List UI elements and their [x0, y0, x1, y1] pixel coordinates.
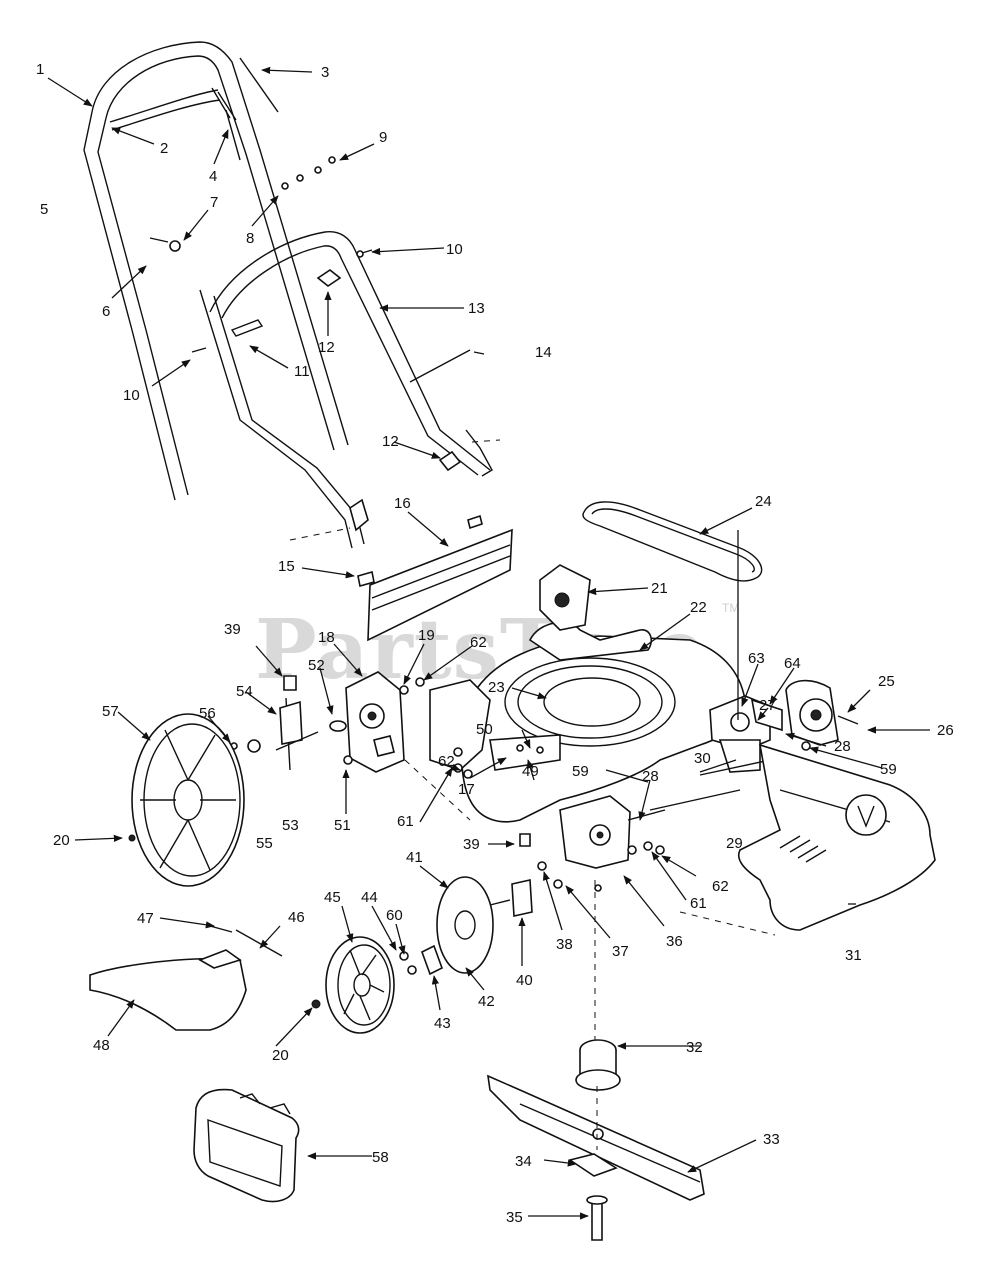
bag-frame	[193, 1088, 300, 1203]
callout-25: 25	[878, 673, 895, 690]
callout-27: 27	[759, 697, 776, 714]
callout-9: 9	[379, 129, 387, 146]
callout-59-center: 59	[572, 763, 589, 780]
callout-31: 31	[845, 947, 862, 964]
callout-61-left: 61	[397, 813, 414, 830]
callout-28-center: 28	[642, 768, 659, 785]
side-discharge-chute	[89, 925, 283, 1031]
callout-60: 60	[386, 907, 403, 924]
callout-30: 30	[694, 750, 711, 767]
callout-18: 18	[318, 629, 335, 646]
callout-36: 36	[666, 933, 683, 950]
callout-38: 38	[556, 936, 573, 953]
callout-33: 33	[763, 1131, 780, 1148]
callout-44: 44	[361, 889, 378, 906]
callout-62-right: 62	[712, 878, 729, 895]
callout-1: 1	[36, 61, 44, 78]
callout-22: 22	[690, 599, 707, 616]
callout-39-lower: 39	[463, 836, 480, 853]
callout-4: 4	[209, 168, 217, 185]
callout-53: 53	[282, 817, 299, 834]
callout-labels: 1 2 3 4 5 6 7 8 9 10 10 11 12 12 13 14 1…	[36, 61, 954, 1226]
callout-17: 17	[458, 781, 475, 798]
callout-29: 29	[726, 835, 743, 852]
callout-20-rear: 20	[53, 832, 70, 849]
front-wheel-45	[311, 936, 395, 1034]
callout-46: 46	[288, 909, 305, 926]
callout-56: 56	[199, 705, 216, 722]
callout-52: 52	[308, 657, 325, 674]
callout-13: 13	[468, 300, 485, 317]
callout-15: 15	[278, 558, 295, 575]
callout-10-upper: 10	[446, 241, 463, 258]
callout-10-lower: 10	[123, 387, 140, 404]
callout-23: 23	[488, 679, 505, 696]
callout-62-top: 62	[470, 634, 487, 651]
lower-handle	[199, 231, 491, 549]
rear-flap-panel	[357, 514, 513, 642]
callout-16: 16	[394, 495, 411, 512]
callout-42: 42	[478, 993, 495, 1010]
callout-24: 24	[755, 493, 772, 510]
watermark-trademark: TM	[722, 601, 739, 615]
reference-lines	[289, 439, 776, 936]
front-shroud	[738, 743, 936, 931]
callout-59-right: 59	[880, 761, 897, 778]
callout-21: 21	[651, 580, 668, 597]
callout-8: 8	[246, 230, 254, 247]
callout-62-left: 62	[438, 753, 455, 770]
front-pivot-bracket	[511, 795, 666, 917]
callout-47: 47	[137, 910, 154, 927]
callout-34: 34	[515, 1153, 532, 1170]
callout-64: 64	[784, 655, 801, 672]
callout-3: 3	[321, 64, 329, 81]
drive-belt	[582, 501, 763, 582]
callout-28-right: 28	[834, 738, 851, 755]
callout-2: 2	[160, 140, 168, 157]
upper-handle	[83, 41, 349, 501]
callout-12-upper: 12	[318, 339, 335, 356]
callout-49: 49	[522, 763, 539, 780]
callout-5: 5	[40, 201, 48, 218]
callout-leaders	[47, 66, 930, 1220]
callout-57: 57	[102, 703, 119, 720]
callout-43: 43	[434, 1015, 451, 1032]
callout-50: 50	[476, 721, 493, 738]
callout-26: 26	[937, 722, 954, 739]
callout-58: 58	[372, 1149, 389, 1166]
callout-37: 37	[612, 943, 629, 960]
callout-40: 40	[516, 972, 533, 989]
callout-48: 48	[93, 1037, 110, 1054]
callout-63: 63	[748, 650, 765, 667]
callout-41: 41	[406, 849, 423, 866]
callout-20-front: 20	[272, 1047, 289, 1064]
transmission-area	[649, 679, 859, 811]
callout-7: 7	[210, 194, 218, 211]
callout-39-upper: 39	[224, 621, 241, 638]
callout-6: 6	[102, 303, 110, 320]
callout-35: 35	[506, 1209, 523, 1226]
callout-14: 14	[535, 344, 552, 361]
callout-61-right: 61	[690, 895, 707, 912]
callout-19: 19	[418, 627, 435, 644]
callout-51: 51	[334, 817, 351, 834]
callout-12-lower: 12	[382, 433, 399, 450]
rear-wheel-57	[128, 713, 245, 887]
callout-54: 54	[236, 683, 253, 700]
drive-gear-cover	[399, 876, 511, 976]
blade-assembly	[487, 880, 705, 1241]
callout-55: 55	[256, 835, 273, 852]
callout-32: 32	[686, 1039, 703, 1056]
callout-45: 45	[324, 889, 341, 906]
callout-11: 11	[294, 363, 310, 380]
rear-height-adjuster	[230, 671, 473, 779]
handle-hardware	[149, 57, 493, 532]
